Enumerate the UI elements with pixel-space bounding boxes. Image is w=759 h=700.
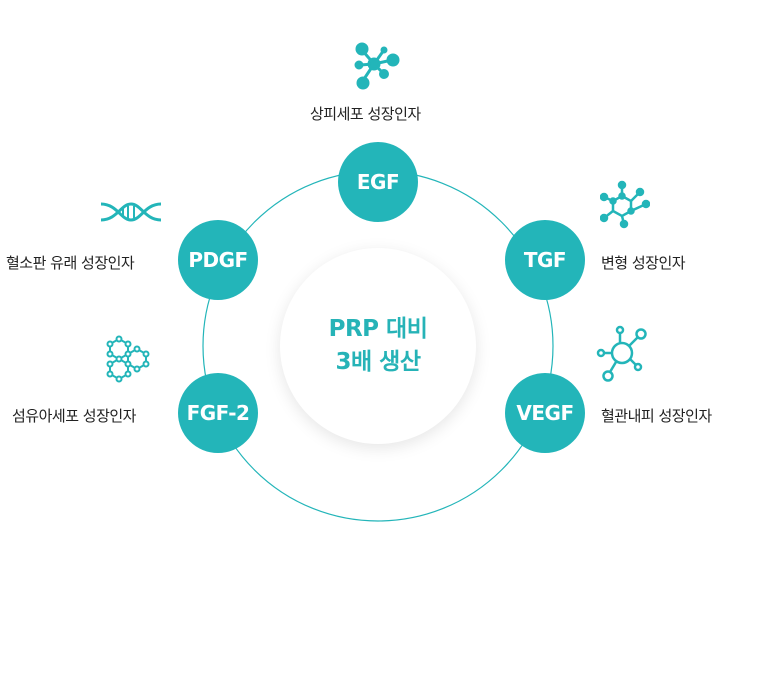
factor-node-fgf2: FGF-2	[178, 373, 258, 453]
factor-label-egf: 상피세포 성장인자	[310, 105, 421, 123]
factor-node-tgf: TGF	[505, 220, 585, 300]
hexagon-molecule-icon	[106, 335, 150, 383]
molecule-cluster-icon	[600, 180, 650, 229]
factor-node-pdgf: PDGF	[178, 220, 258, 300]
cell-node-icon	[596, 325, 647, 382]
center-summary: PRP 대비 3배 생산	[280, 248, 476, 444]
factor-label-vegf: 혈관내피 성장인자	[601, 407, 712, 425]
dna-icon	[100, 202, 162, 222]
center-line-2: 3배 생산	[335, 349, 422, 375]
molecule-network-icon	[354, 42, 400, 90]
factor-label-tgf: 변형 성장인자	[601, 254, 686, 272]
factor-node-egf: EGF	[338, 142, 418, 222]
factor-label-fgf2: 섬유아세포 성장인자	[12, 407, 136, 425]
factor-node-vegf: VEGF	[505, 373, 585, 453]
center-line-1: PRP 대비	[328, 316, 428, 342]
factor-label-pdgf: 혈소판 유래 성장인자	[6, 254, 135, 272]
